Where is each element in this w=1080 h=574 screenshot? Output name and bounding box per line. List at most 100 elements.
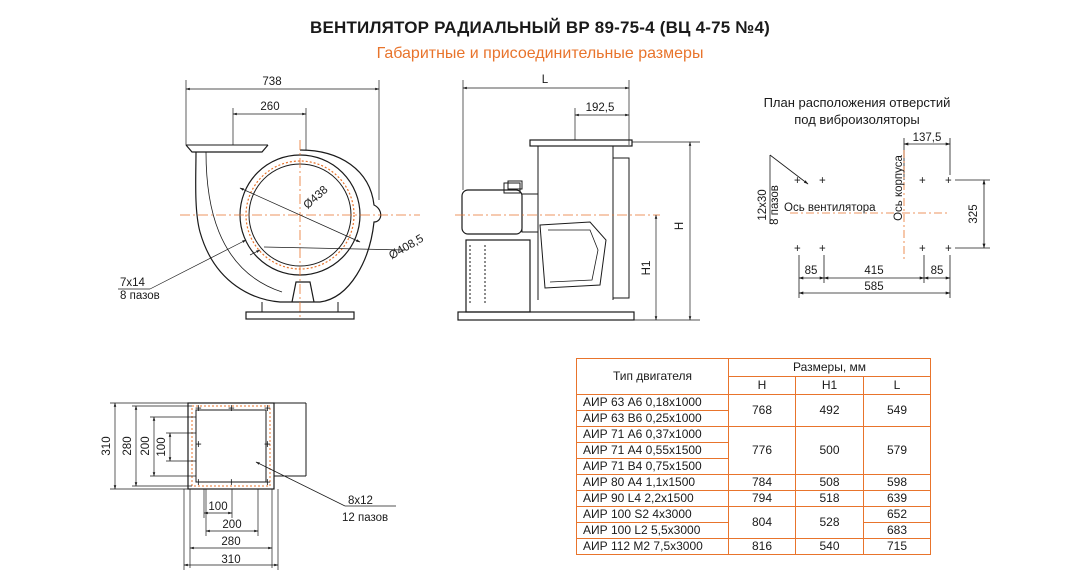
- table-header-l: L: [863, 376, 931, 395]
- table-row: АИР 71 А6 0,37х1000 776 500 579: [576, 426, 931, 475]
- mount-hole: +: [794, 175, 801, 187]
- h1-cell: 518: [795, 490, 864, 507]
- mount-dim-top: 137,5: [913, 132, 942, 144]
- mount-dim-right: 85: [931, 265, 944, 277]
- front-holes-size-label: 7x14: [120, 277, 146, 289]
- mount-plan-title-1: План расположения отверстий: [764, 95, 951, 110]
- side-view: [455, 80, 700, 321]
- motor-cell: АИР 71 В4 0,75х1500: [576, 458, 729, 475]
- flange-dim-280-h: 280: [221, 536, 240, 548]
- h-cell: 776: [728, 426, 796, 475]
- mount-hole: +: [919, 243, 926, 255]
- h1-cell: 540: [795, 538, 864, 555]
- flange-hole: +: [264, 477, 271, 489]
- body-axis-label: Ось корпуса: [893, 154, 905, 220]
- mount-dim-left: 85: [805, 265, 818, 277]
- fan-axis-label: Ось вентилятора: [784, 202, 876, 214]
- l-cell: 715: [863, 538, 931, 555]
- table-header-group: Размеры, мм: [728, 358, 931, 377]
- table-header-h: H: [728, 376, 796, 395]
- motor-cell: АИР 71 А4 0,55х1500: [576, 442, 729, 459]
- dim-inlet-diameter-label: Ø438: [302, 184, 331, 212]
- table-row: АИР 112 М2 7,5х3000 816 540 715: [576, 538, 931, 555]
- dim-length-label: L: [542, 74, 549, 86]
- mount-plan-title-2: под виброизоляторы: [794, 112, 920, 127]
- motor-cell: АИР 100 S2 4х3000: [576, 506, 729, 523]
- mount-dim-total: 585: [864, 281, 883, 293]
- page-title: ВЕНТИЛЯТОР РАДИАЛЬНЫЙ ВР 89-75-4 (ВЦ 4-7…: [309, 18, 770, 37]
- front-view: [118, 80, 420, 320]
- mount-hole: +: [819, 243, 826, 255]
- mount-plan-holes: + + + + + + + +: [794, 175, 952, 255]
- dim-offset-label: 192,5: [586, 102, 615, 114]
- mount-hole: +: [794, 243, 801, 255]
- page-subtitle: Габаритные и присоединительные размеры: [376, 45, 704, 62]
- table-row: АИР 63 А6 0,18х1000 768 492 549: [576, 394, 931, 427]
- mount-slot-size: 12x30: [757, 189, 769, 220]
- dim-outlet-label: 260: [260, 101, 279, 113]
- mount-hole: +: [819, 175, 826, 187]
- mount-dim-vertical: 325: [968, 204, 980, 223]
- mount-slot-count: 8 пазов: [769, 185, 781, 225]
- flange-hole: +: [228, 403, 235, 415]
- h-cell: 768: [728, 394, 796, 427]
- dim-flange-diameter-label: Ø408,5: [387, 233, 426, 262]
- flange-hole: +: [195, 403, 202, 415]
- mount-plan-labels: План расположения отверстий под виброизо…: [757, 95, 980, 293]
- l-cell: 598: [863, 474, 931, 491]
- table-row: АИР 100 S2 4х3000 804 528 652: [576, 506, 931, 539]
- motor-cell: АИР 80 А4 1,1х1500: [576, 474, 729, 491]
- l-cell: 683: [863, 522, 931, 539]
- front-holes-count-label: 8 пазов: [120, 290, 160, 302]
- flange-holes: + + + + + + + +: [195, 403, 271, 489]
- table-header-motor: Тип двигателя: [576, 358, 729, 395]
- flange-hole: +: [195, 439, 202, 451]
- motor-cell: АИР 71 А6 0,37х1000: [576, 426, 729, 443]
- motor-cell: АИР 63 А6 0,18х1000: [576, 394, 729, 411]
- l-cell: 652: [863, 506, 931, 523]
- flange-dim-200-v: 200: [140, 436, 152, 455]
- mount-plan: [769, 138, 990, 298]
- mount-hole: +: [945, 175, 952, 187]
- table-header-h1: H1: [795, 376, 864, 395]
- l-cell: 639: [863, 490, 931, 507]
- flange-slot-count: 12 пазов: [342, 512, 388, 524]
- flange-dim-280-v: 280: [122, 436, 134, 455]
- dim-overall-label: 738: [262, 76, 281, 88]
- h-cell: 804: [728, 506, 796, 539]
- flange-dim-100-h: 100: [208, 501, 227, 513]
- mount-dim-middle: 415: [864, 265, 883, 277]
- motor-cell: АИР 100 L2 5,5х3000: [576, 522, 729, 539]
- dim-height-label: H: [674, 222, 686, 230]
- table-row: АИР 100 L2 5,5х3000 683: [576, 522, 931, 539]
- h1-cell: 492: [795, 394, 864, 427]
- flange-hole: +: [264, 439, 271, 451]
- flange-view: [110, 402, 396, 570]
- dim-axis-height-label: H1: [641, 261, 653, 276]
- l-cell: 549: [863, 394, 931, 427]
- flange-dim-200-h: 200: [222, 519, 241, 531]
- h1-cell: 528: [795, 506, 864, 539]
- motor-cell: АИР 63 В6 0,25х1000: [576, 410, 729, 427]
- h1-cell: 500: [795, 426, 864, 475]
- h-cell: 816: [728, 538, 796, 555]
- motor-cell: АИР 90 L4 2,2х1500: [576, 490, 729, 507]
- table-row: АИР 71 А4 0,55х1500: [576, 442, 931, 459]
- flange-hole: +: [228, 477, 235, 489]
- l-cell: 579: [863, 426, 931, 475]
- flange-dim-310-h: 310: [221, 554, 240, 566]
- flange-hole: +: [195, 477, 202, 489]
- flange-view-labels: 310 280 200 100 8x12 12 пазов 100 200 28…: [101, 436, 388, 566]
- flange-slot-size: 8x12: [348, 495, 373, 507]
- mount-hole: +: [919, 175, 926, 187]
- dimensions-table: Тип двигателя Размеры, мм H H1 L АИР 63 …: [576, 358, 931, 555]
- flange-dim-100-v: 100: [156, 437, 168, 456]
- table-row: АИР 80 А4 1,1х1500 784 508 598: [576, 474, 931, 491]
- h-cell: 794: [728, 490, 796, 507]
- table-row: АИР 90 L4 2,2х1500 794 518 639: [576, 490, 931, 507]
- table-row: АИР 71 В4 0,75х1500: [576, 458, 931, 475]
- h1-cell: 508: [795, 474, 864, 491]
- mount-hole: +: [945, 243, 952, 255]
- flange-hole: +: [264, 403, 271, 415]
